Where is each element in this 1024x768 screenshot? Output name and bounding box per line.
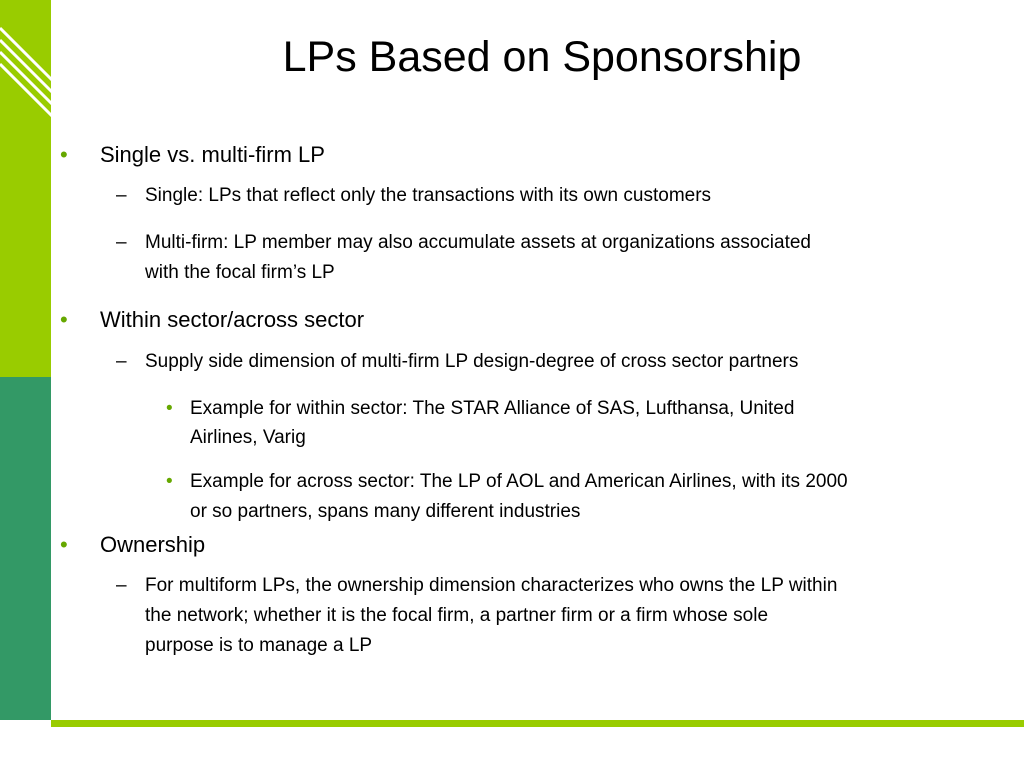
sub-sub-bullet-text-line: Airlines, Varig (190, 427, 306, 448)
bullet-marker: • (60, 532, 68, 557)
sub-bullet-text-line: purpose is to manage a LP (145, 635, 373, 656)
slide-title: LPs Based on Sponsorship (282, 33, 802, 81)
sub-bullet-text-line: the network; whether it is the focal fir… (145, 605, 769, 626)
left-accent-bar-light (0, 0, 51, 377)
bullet-marker: • (60, 142, 68, 167)
bullet-marker: • (60, 307, 68, 332)
dash-marker: – (116, 351, 127, 372)
bullet-text: Single vs. multi-firm LP (100, 142, 325, 167)
sub-bullet-text-line: For multiform LPs, the ownership dimensi… (145, 575, 838, 596)
sub-bullet-text: Single: LPs that reflect only the transa… (145, 185, 712, 206)
dash-marker: – (116, 575, 127, 596)
sub-bullet-text-line: with the focal firm’s LP (145, 262, 335, 283)
corner-stripes-decoration (0, 26, 58, 122)
dash-marker: – (116, 185, 127, 206)
bottom-accent-rule (51, 720, 1024, 727)
bullet-text: Ownership (100, 532, 206, 557)
sub-sub-bullet-text-line: Example for across sector: The LP of AOL… (190, 471, 848, 492)
bullet-text: Within sector/across sector (100, 307, 365, 332)
sub-bullet-text: Supply side dimension of multi-firm LP d… (145, 351, 799, 372)
dash-marker: – (116, 232, 127, 253)
sub-sub-bullet-text-line: or so partners, spans many different ind… (190, 501, 581, 522)
sub-sub-bullet-text-line: Example for within sector: The STAR Alli… (190, 398, 795, 419)
bullet-list: • Single vs. multi-firm LP – Single: LPs… (60, 142, 848, 656)
left-accent-bar-dark (0, 377, 51, 720)
sub-sub-bullet-marker: • (166, 471, 173, 492)
sub-sub-bullet-marker: • (166, 398, 173, 419)
sub-bullet-text-line: Multi-firm: LP member may also accumulat… (145, 232, 811, 253)
